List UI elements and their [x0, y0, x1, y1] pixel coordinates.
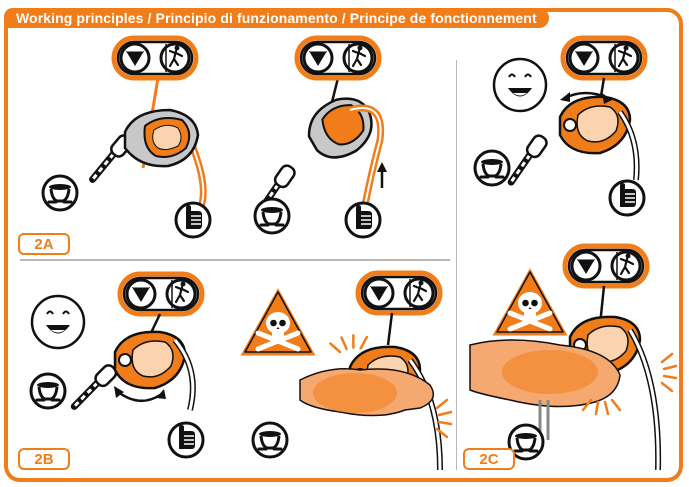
belay-device	[558, 95, 632, 155]
panel-2c	[469, 38, 678, 471]
belay-device-locked	[307, 97, 373, 159]
horizontal-divider	[20, 259, 450, 261]
belay-icon-panel	[114, 38, 196, 78]
belay-icon-panel	[120, 274, 202, 314]
page-title: Working principles / Principio di funzio…	[16, 10, 537, 26]
panel-label-2c: 2C	[463, 448, 515, 470]
smiley-face-icon	[492, 57, 548, 113]
thumbs-up-hand-icon	[167, 421, 205, 459]
belay-device	[113, 330, 187, 390]
smiley-face-icon	[30, 294, 86, 350]
panel-2a	[41, 38, 387, 239]
harness-icon	[41, 174, 79, 212]
thumbs-up-hand-icon	[344, 201, 382, 239]
harness-icon	[251, 421, 289, 459]
panel-label-2a: 2A	[18, 233, 70, 255]
skull-warning-icon	[490, 265, 570, 337]
harness-icon	[29, 372, 67, 410]
panel-2b	[29, 273, 453, 471]
harness-icon	[473, 149, 511, 187]
title-banner: Working principles / Principio di funzio…	[4, 8, 549, 28]
vertical-divider	[456, 60, 457, 470]
belay-device	[123, 108, 200, 168]
harness-icon	[253, 197, 291, 235]
rotation-arrow-icon	[117, 390, 161, 402]
thumbs-up-hand-icon	[174, 201, 212, 239]
belay-icon-panel	[565, 246, 647, 286]
skull-warning-icon	[238, 285, 318, 357]
panel-label-2b: 2B	[18, 448, 70, 470]
belay-icon-panel	[358, 273, 440, 313]
belay-icon-panel	[563, 38, 645, 78]
belay-icon-panel	[297, 38, 379, 78]
thumbs-up-hand-icon	[608, 179, 646, 217]
